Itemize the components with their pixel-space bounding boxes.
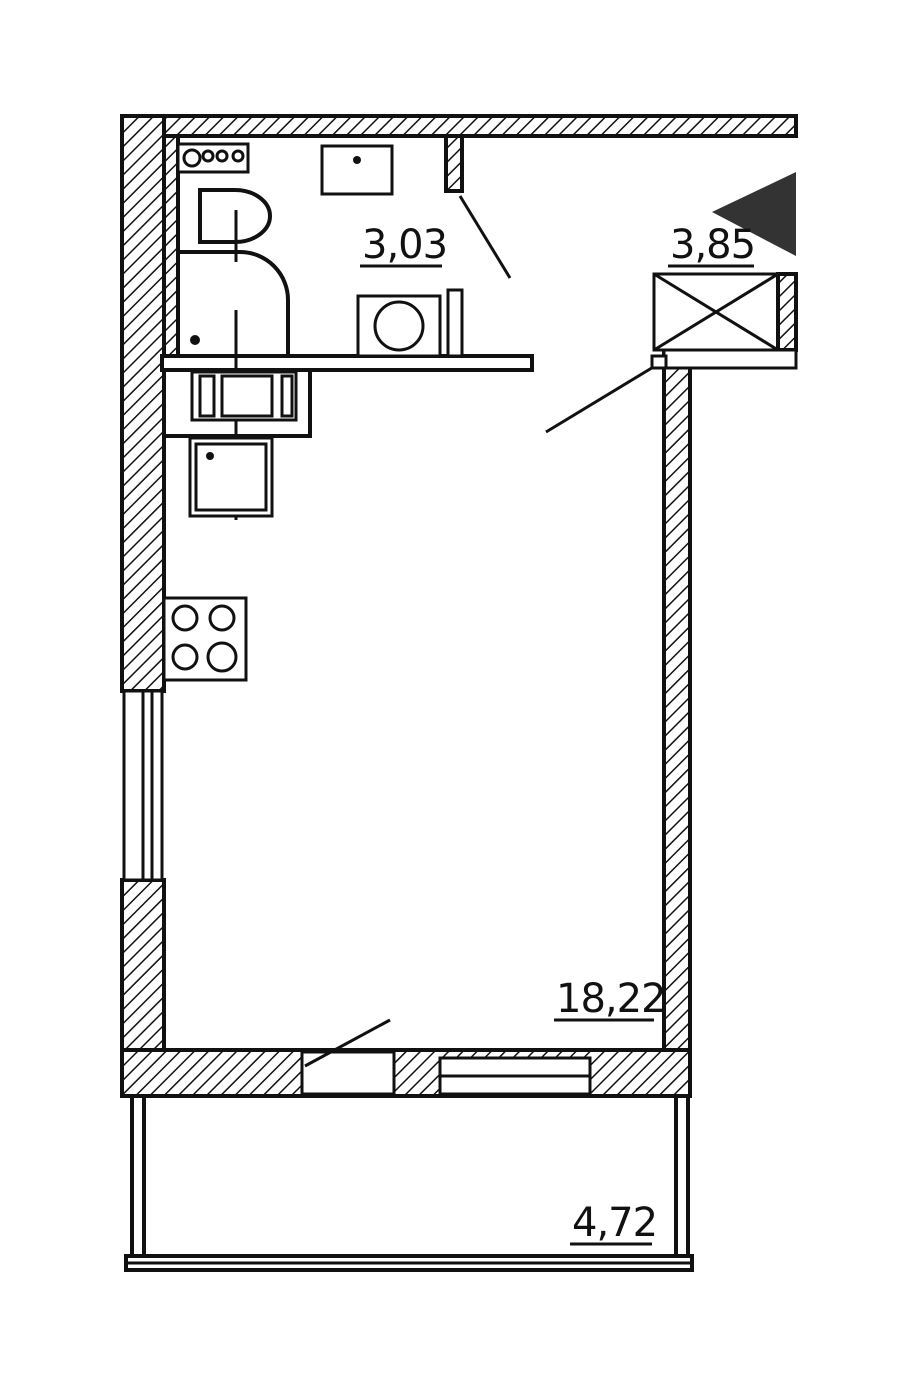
bathroom-fixtures [176, 142, 464, 520]
area-label-bathroom: 3,03 [360, 222, 448, 268]
balcony-door [300, 1018, 592, 1096]
bathroom-walls [160, 134, 534, 372]
kitchen-units [162, 368, 312, 682]
left-window [122, 689, 164, 882]
svg-text:18,22: 18,22 [556, 976, 666, 1022]
hallway-area [545, 272, 798, 434]
balcony [124, 1096, 694, 1272]
svg-text:3,03: 3,03 [362, 222, 447, 268]
area-label-balcony: 4,72 [570, 1200, 658, 1246]
svg-text:3,85: 3,85 [670, 222, 755, 268]
north-marker [712, 172, 796, 256]
area-label-hallway: 3,85 [668, 222, 756, 268]
area-label-living: 18,22 [554, 976, 667, 1022]
svg-text:4,72: 4,72 [572, 1200, 657, 1246]
